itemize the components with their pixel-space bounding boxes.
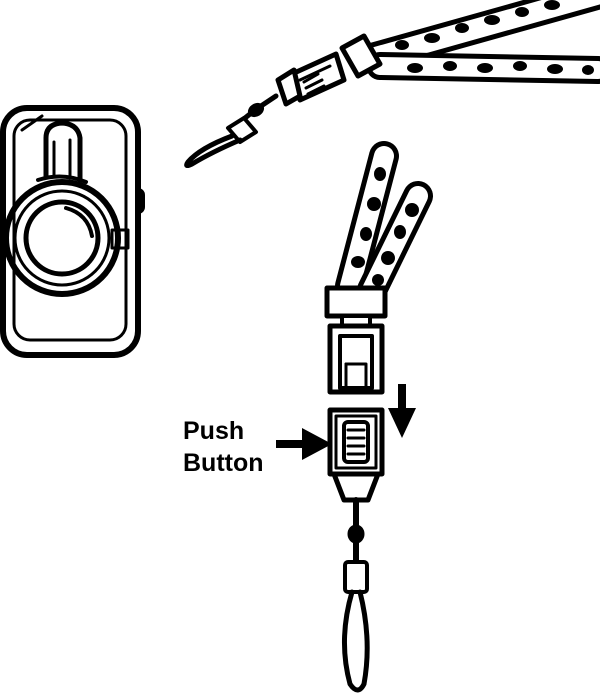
down-arrow-icon <box>388 384 416 438</box>
camera-illustration <box>0 105 145 358</box>
push-button-label-line2: Button <box>183 449 264 477</box>
right-arrow-icon <box>276 428 332 460</box>
push-button-label-line1: Push <box>183 417 245 445</box>
vertical-strap-illustration <box>324 141 433 693</box>
upper-strap-illustration <box>184 0 600 169</box>
